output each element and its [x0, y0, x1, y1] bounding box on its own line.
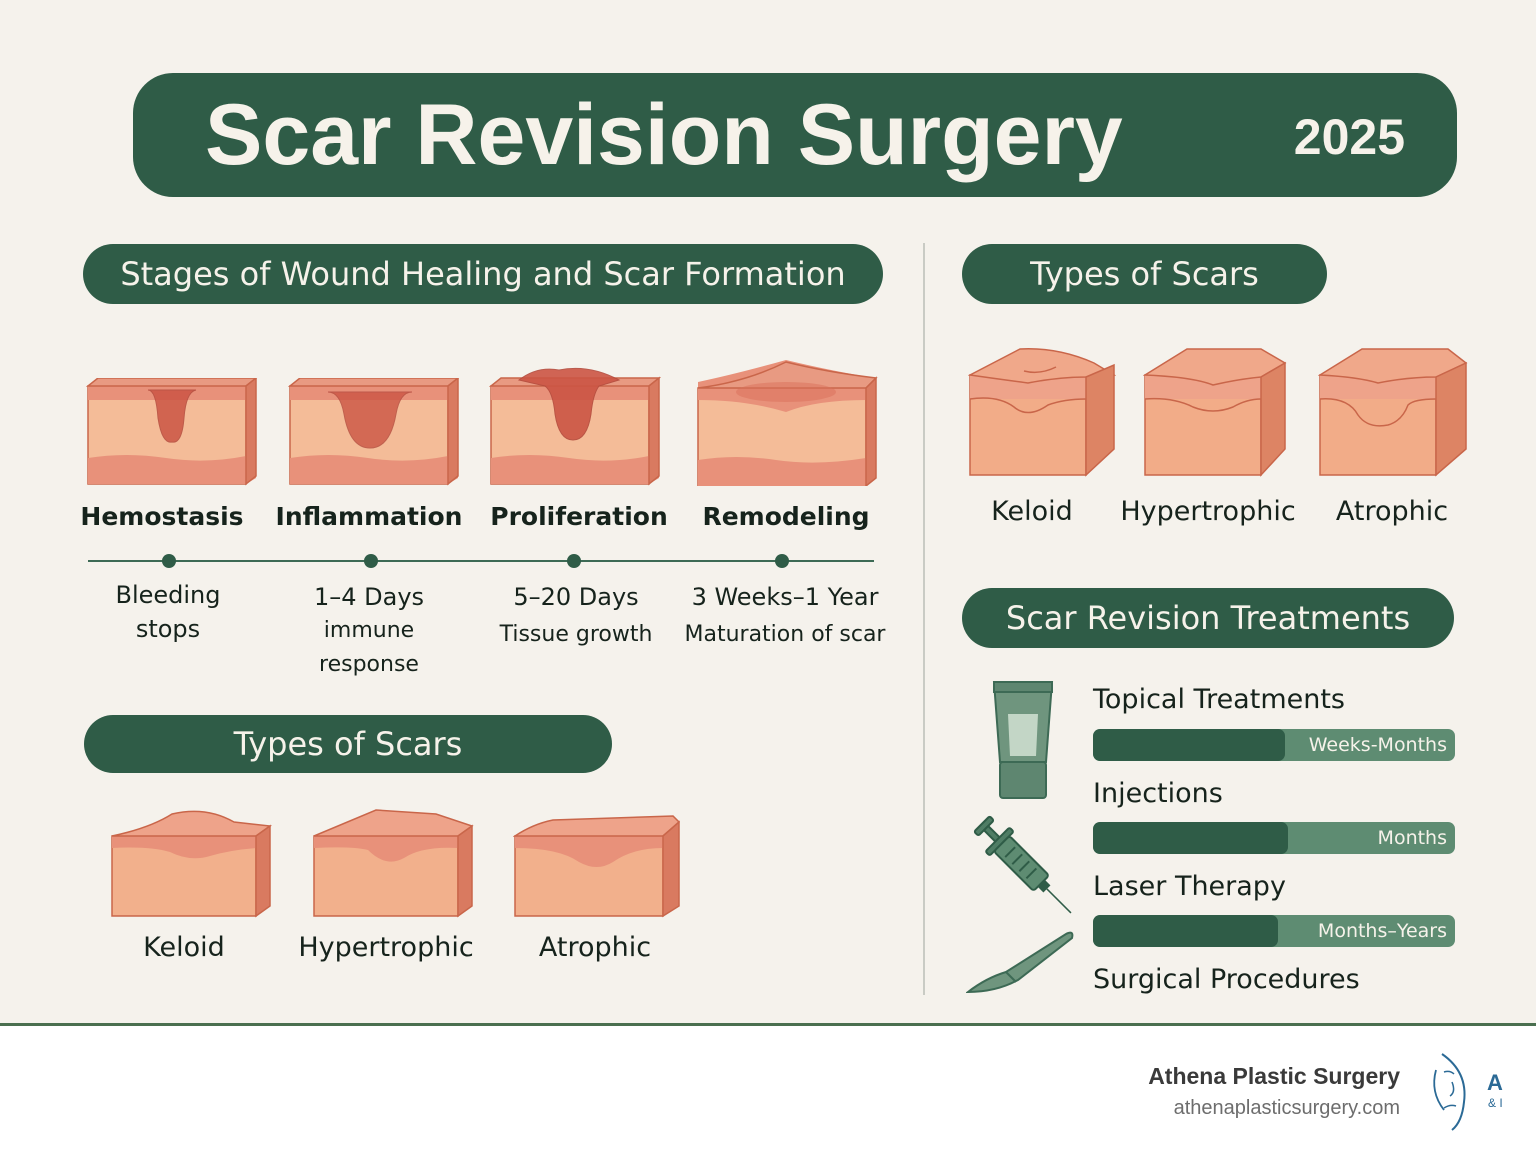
treatment-topical-duration: Weeks-Months	[1308, 734, 1447, 756]
treatment-laser-label: Laser Therapy	[1093, 871, 1286, 902]
treatment-laser-bar: Months–Years	[1093, 915, 1455, 947]
keloid-illustration-left	[111, 810, 273, 918]
stage-description: Tissue growth	[499, 622, 653, 647]
atrophic-illustration-left	[513, 815, 681, 918]
stage-duration: 1–4 Days	[313, 583, 425, 611]
treatment-injections-bar: Months	[1093, 822, 1455, 854]
types-right-heading: Types of Scars	[962, 244, 1327, 304]
timeline-dot-inflammation	[364, 554, 378, 568]
brand-url-link[interactable]: athenaplasticsurgery.com	[1173, 1097, 1400, 1119]
bar-fill	[1093, 822, 1289, 854]
title-banner: Scar Revision Surgery 2025	[133, 73, 1457, 197]
keloid-illustration-right	[968, 348, 1116, 477]
stages-heading: Stages of Wound Healing and Scar Formati…	[83, 244, 883, 304]
stage-remodeling-label: Remodeling	[702, 502, 870, 531]
timeline-dot-hemostasis	[162, 554, 176, 568]
stage-description-line2: response	[319, 652, 419, 677]
stage-description: stops	[135, 615, 201, 643]
treatment-surgical-label: Surgical Procedures	[1093, 964, 1360, 995]
timeline-dot-remodeling	[775, 554, 789, 568]
treatments-heading-text: Scar Revision Treatments	[1005, 599, 1411, 637]
page-title: Scar Revision Surgery	[205, 87, 1123, 183]
stage-duration: Bleeding	[115, 581, 221, 609]
stage-proliferation-label: Proliferation	[490, 502, 668, 531]
remodeling-illustration	[697, 360, 878, 486]
scar-type-keloid-right: Keloid	[991, 496, 1073, 527]
healing-timeline	[88, 560, 874, 562]
treatment-injections-duration: Months	[1377, 827, 1447, 849]
stage-hemostasis-desc: Bleeding stops	[58, 578, 278, 646]
column-divider	[923, 243, 925, 995]
stage-duration: 3 Weeks–1 Year	[691, 583, 879, 611]
proliferation-illustration	[489, 367, 661, 486]
stage-inflammation-label: Inflammation	[275, 502, 463, 531]
brand-logo-letter: A	[1487, 1070, 1503, 1095]
brand-logo-sub: & I	[1488, 1096, 1503, 1110]
cream-tube-icon	[992, 681, 1054, 799]
footer-divider	[0, 1023, 1536, 1026]
treatment-laser-duration: Months–Years	[1317, 920, 1447, 942]
stage-description: Maturation of scar	[684, 622, 886, 647]
scar-type-atrophic-right: Atrophic	[1335, 496, 1449, 527]
stage-duration: 5–20 Days	[513, 583, 639, 611]
treatment-topical-label: Topical Treatments	[1093, 684, 1345, 715]
treatment-injections-label: Injections	[1093, 778, 1223, 809]
timeline-dot-proliferation	[567, 554, 581, 568]
atrophic-illustration-right	[1318, 348, 1468, 477]
hypertrophic-illustration-left	[313, 809, 474, 918]
treatments-heading: Scar Revision Treatments	[962, 588, 1454, 648]
footer	[0, 1026, 1536, 1154]
scalpel-icon	[966, 931, 1074, 994]
scar-type-keloid-left: Keloid	[143, 932, 225, 963]
brand-name: Athena Plastic Surgery	[1148, 1063, 1400, 1089]
stage-inflammation-desc: 1–4 Days immune response	[259, 580, 479, 682]
hemostasis-illustration	[86, 378, 258, 486]
stage-description-line1: immune	[323, 618, 415, 643]
inflammation-illustration	[288, 378, 460, 486]
brand-face-logo-icon	[1433, 1053, 1466, 1131]
scar-type-atrophic-left: Atrophic	[538, 932, 652, 963]
scar-type-hypertrophic-right: Hypertrophic	[1120, 496, 1296, 527]
hypertrophic-illustration-right	[1143, 348, 1287, 477]
stage-proliferation-desc: 5–20 Days Tissue growth	[466, 580, 686, 652]
types-right-heading-text: Types of Scars	[1030, 255, 1259, 293]
bar-fill	[1093, 915, 1278, 947]
title-year: 2025	[1293, 109, 1405, 165]
stages-heading-text: Stages of Wound Healing and Scar Formati…	[120, 255, 846, 293]
stage-remodeling-desc: 3 Weeks–1 Year Maturation of scar	[670, 580, 900, 652]
types-left-heading: Types of Scars	[84, 715, 612, 773]
types-left-heading-text: Types of Scars	[233, 725, 463, 763]
syringe-icon	[973, 815, 1072, 914]
bar-fill	[1093, 729, 1285, 761]
scar-type-hypertrophic-left: Hypertrophic	[298, 932, 474, 963]
treatment-topical-bar: Weeks-Months	[1093, 729, 1455, 761]
stage-hemostasis-label: Hemostasis	[80, 502, 244, 531]
